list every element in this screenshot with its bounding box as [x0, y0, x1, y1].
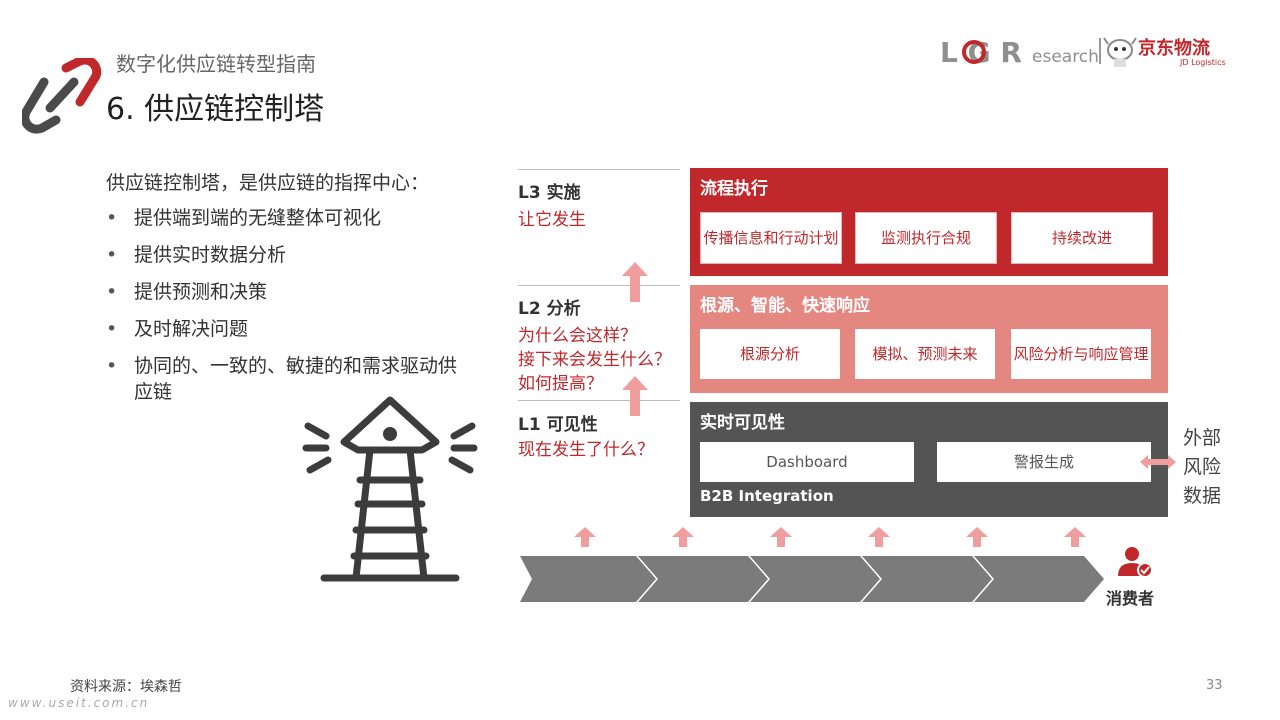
list-item: •提供端到端的无缝整体可视化 — [106, 207, 382, 229]
layer-title: 流程执行 — [700, 179, 768, 199]
source-note: 资料来源：埃森哲 — [70, 679, 182, 695]
layer-title: 根源、智能、快速响应 — [700, 296, 870, 316]
chain-label-brand: 品牌商 — [793, 14, 847, 35]
document-subtitle: 数字化供应链转型指南 — [116, 52, 316, 76]
up-arrow-icon — [1064, 527, 1086, 547]
chain-step-manufacturer — [638, 556, 768, 602]
layer-item: 监测执行合规 — [855, 212, 997, 264]
level-l1-question: 现在发生了什么？ — [518, 440, 654, 460]
level-divider — [518, 285, 680, 286]
chain-label-distributor: 分销商 — [905, 14, 959, 35]
chain-step-retailer — [974, 556, 1104, 602]
layer-item: 持续改进 — [1011, 212, 1153, 264]
brand-logo: L G R esearch 京东物流 JD Logistics — [940, 32, 1240, 72]
supply-chain-chevrons — [520, 556, 1104, 602]
layer-process-execution: 流程执行 传播信息和行动计划 监测执行合规 持续改进 — [690, 168, 1168, 276]
list-item: •提供预测和决策 — [106, 281, 268, 303]
consumer-label: 消费者 — [1106, 589, 1155, 608]
chain-label-supplier: 供应商 — [563, 14, 617, 35]
level-l3-question: 让它发生 — [518, 210, 586, 230]
up-arrow-icon — [622, 376, 648, 416]
layer-item: 警报生成 — [937, 442, 1151, 482]
layer-item: 风险分析与响应管理 — [1011, 329, 1151, 379]
layer-item: 模拟、预测未来 — [855, 329, 995, 379]
page-title: 6. 供应链控制塔 — [106, 92, 325, 127]
up-arrow-icon — [574, 527, 596, 547]
consumer-icon — [1118, 547, 1153, 578]
level-l3-title: L3 实施 — [518, 183, 581, 203]
layer-item: Dashboard — [700, 442, 914, 482]
level-l1-title: L1 可见性 — [518, 415, 598, 435]
lighthouse-icon — [302, 396, 478, 582]
up-arrow-icon — [868, 527, 890, 547]
layer-footer: B2B Integration — [700, 487, 834, 505]
layer-root-cause: 根源、智能、快速响应 根源分析 模拟、预测未来 风险分析与响应管理 — [690, 285, 1168, 393]
level-l2-title: L2 分析 — [518, 299, 581, 319]
up-arrow-icon — [966, 527, 988, 547]
layer-item: 根源分析 — [700, 329, 840, 379]
logo-jd-cn: 京东物流 — [1138, 37, 1210, 59]
layer-title: 实时可见性 — [700, 413, 785, 433]
up-arrow-icon — [622, 262, 648, 302]
logo-ring-icon — [962, 40, 986, 64]
chain-label-retailer: 零售商 — [1017, 14, 1071, 35]
chain-link-icon — [22, 58, 102, 134]
logo-jd-en: JD Logistics — [1179, 58, 1226, 67]
page-number: 33 — [1206, 678, 1223, 693]
list-item: •及时解决问题 — [106, 318, 249, 340]
double-arrow-icon — [1140, 455, 1176, 469]
level-l2-question-1: 为什么会这样？ — [518, 326, 637, 346]
up-arrow-icon — [672, 527, 694, 547]
logo-logr-text: L G R — [940, 36, 1022, 69]
jd-dog-icon — [1103, 37, 1137, 67]
chain-step-distributor — [862, 556, 992, 602]
layer-item: 传播信息和行动计划 — [700, 212, 842, 264]
layer-real-time-visibility: 实时可见性 Dashboard 警报生成 B2B Integration — [690, 402, 1168, 517]
chain-step-brand — [750, 556, 880, 602]
chain-step-supplier — [520, 556, 656, 602]
intro-text: 供应链控制塔，是供应链的指挥中心： — [106, 172, 430, 194]
level-l2-question-3: 如何提高？ — [518, 374, 603, 394]
list-item: •提供实时数据分析 — [106, 244, 287, 266]
logo-research-text: esearch — [1032, 47, 1099, 67]
external-risk-data: 外部 风险 数据 — [1182, 427, 1221, 507]
up-arrow-icon — [770, 527, 792, 547]
chain-label-manufacturer: 制造商 — [681, 14, 735, 35]
level-divider — [518, 400, 680, 401]
watermark: www.useit.com.cn — [8, 696, 150, 710]
feature-list: •提供端到端的无缝整体可视化 •提供实时数据分析 •提供预测和决策 •及时解决问… — [106, 205, 486, 416]
level-l2-question-2: 接下来会发生什么？ — [518, 350, 671, 370]
list-item: •协同的、一致的、敏捷的和需求驱动供应链 — [106, 355, 458, 403]
level-divider — [518, 169, 680, 170]
